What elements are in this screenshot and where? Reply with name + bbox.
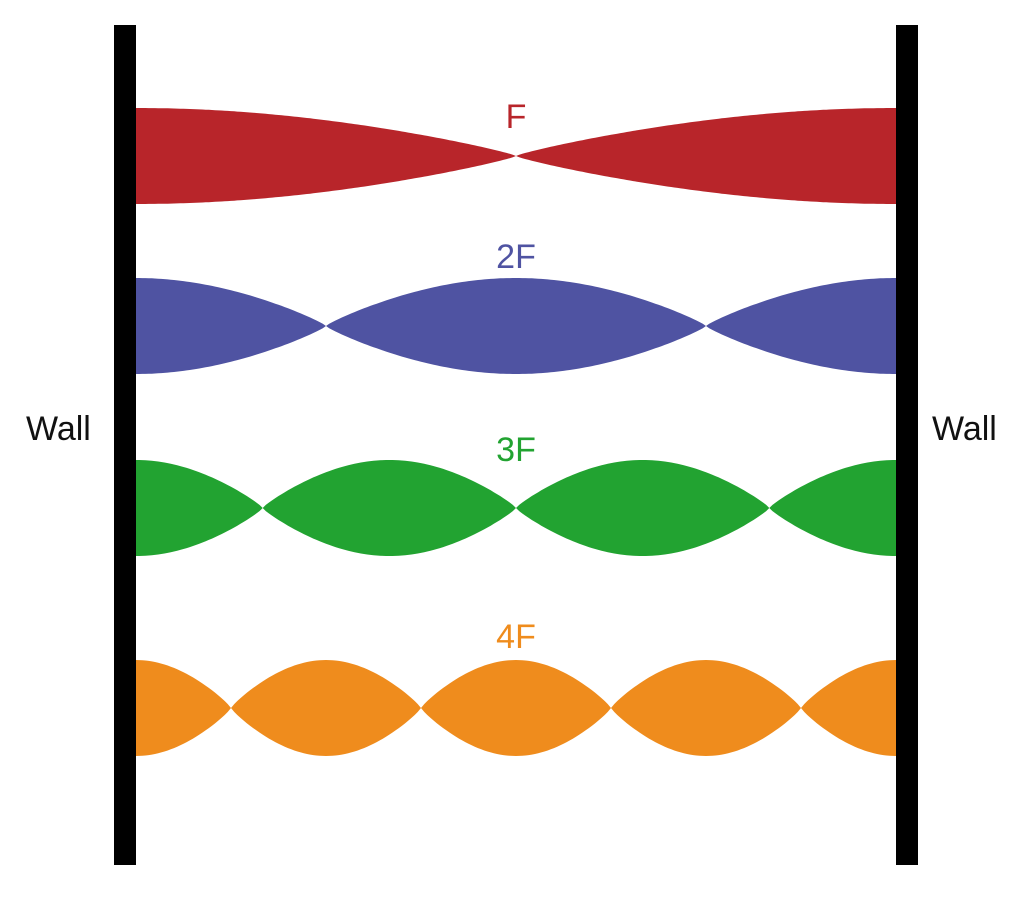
left-wall-label: Wall [26,410,91,448]
wave-mode-1 [136,108,896,204]
wave-mode-2 [136,278,896,374]
mode-label-4: 4F [496,618,536,656]
mode-label-1: F [505,98,527,136]
right-wall [896,25,918,865]
left-wall [114,25,136,865]
right-wall-label: Wall [932,410,997,448]
wave-mode-4 [136,660,896,756]
mode-label-3: 3F [496,431,536,469]
wave-mode-3 [136,460,896,556]
mode-label-2: 2F [496,238,536,276]
